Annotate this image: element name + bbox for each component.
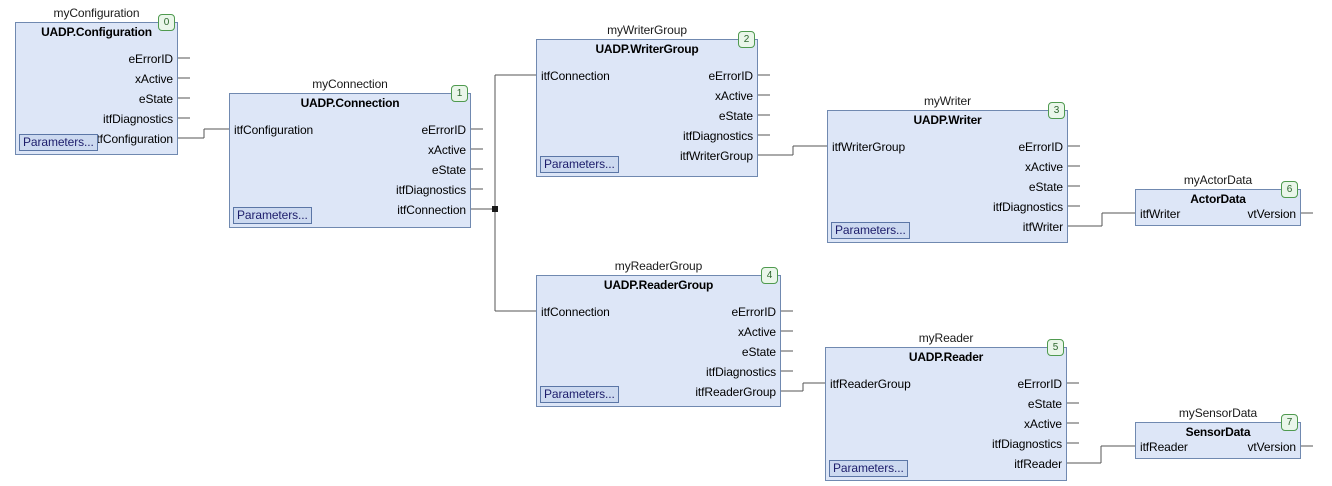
output-pin-itfDiagnostics[interactable]: itfDiagnostics [993, 200, 1063, 214]
output-pin-eState[interactable]: eState [431, 163, 466, 177]
block-type-name: UADP.Configuration [41, 25, 152, 39]
block-type-name: UADP.Reader [908, 350, 984, 364]
output-pin-itfWriter[interactable]: itfWriter [1022, 220, 1063, 234]
block-id-badge: 0 [158, 14, 175, 31]
input-pin-itfReader[interactable]: itfReader [1140, 440, 1188, 454]
output-pin-eState[interactable]: eState [718, 109, 753, 123]
input-pin-itfConfiguration[interactable]: itfConfiguration [234, 123, 314, 137]
block-instance-name: mySensorData [1178, 406, 1258, 420]
block-instance-name: myWriter [924, 94, 971, 108]
input-pin-itfReaderGroup[interactable]: itfReaderGroup [830, 377, 911, 391]
function-block-uadp-connection[interactable]: UADP.Connection itfConfiguration eErrorID x… [229, 93, 471, 228]
block-instance-name: myConnection [312, 77, 388, 91]
output-pin-xActive[interactable]: xActive [1024, 417, 1062, 431]
block-type-name: UADP.Writer [913, 113, 982, 127]
block-instance-name: myWriterGroup [607, 23, 687, 37]
block-id-badge: 5 [1047, 339, 1064, 356]
function-block-actordata[interactable]: ActorData itfWriter vtVersion [1135, 189, 1301, 226]
block-type-name: UADP.Connection [300, 96, 400, 110]
output-pin-itfDiagnostics[interactable]: itfDiagnostics [103, 112, 173, 126]
parameters-button[interactable]: Parameters... [831, 222, 910, 239]
input-pin-itfWriter[interactable]: itfWriter [1140, 207, 1181, 221]
block-id-badge: 1 [451, 85, 468, 102]
block-instance-name: myReader [918, 331, 974, 345]
output-pin-eErrorID[interactable]: eErrorID [1017, 377, 1062, 391]
output-pin-eErrorID[interactable]: eErrorID [1018, 140, 1063, 154]
output-pin-xActive[interactable]: xActive [738, 325, 776, 339]
output-pin-vtVersion[interactable]: vtVersion [1247, 440, 1297, 454]
parameters-button[interactable]: Parameters... [540, 386, 619, 403]
output-pin-eState[interactable]: eState [138, 92, 173, 106]
output-pin-eErrorID[interactable]: eErrorID [421, 123, 466, 137]
function-block-uadp-readergroup[interactable]: UADP.ReaderGroup itfConnection eErrorID xAc… [536, 275, 781, 407]
output-pin-eErrorID[interactable]: eErrorID [128, 52, 173, 66]
block-type-name: UADP.WriterGroup [595, 42, 699, 56]
block-type-name: ActorData [1190, 192, 1246, 206]
parameters-button[interactable]: Parameters... [233, 207, 312, 224]
output-pin-xActive[interactable]: xActive [135, 72, 173, 86]
block-instance-name: myConfiguration [53, 6, 140, 20]
output-pin-itfDiagnostics[interactable]: itfDiagnostics [992, 437, 1062, 451]
input-pin-itfWriterGroup[interactable]: itfWriterGroup [832, 140, 906, 154]
block-id-badge: 2 [738, 31, 755, 48]
output-pin-itfDiagnostics[interactable]: itfDiagnostics [706, 365, 776, 379]
block-instance-name: myActorData [1183, 173, 1253, 187]
input-pin-itfConnection[interactable]: itfConnection [541, 305, 610, 319]
parameters-button[interactable]: Parameters... [829, 460, 908, 477]
input-pin-itfConnection[interactable]: itfConnection [541, 69, 610, 83]
output-pin-itfConnection[interactable]: itfConnection [397, 203, 466, 217]
output-pin-eState[interactable]: eState [1028, 180, 1063, 194]
block-instance-name: myReaderGroup [614, 259, 703, 273]
output-pin-xActive[interactable]: xActive [1025, 160, 1063, 174]
output-pin-xActive[interactable]: xActive [428, 143, 466, 157]
output-pin-eState[interactable]: eState [1027, 397, 1062, 411]
output-pin-vtVersion[interactable]: vtVersion [1247, 207, 1297, 221]
block-id-badge: 6 [1281, 181, 1298, 198]
output-pin-eErrorID[interactable]: eErrorID [708, 69, 753, 83]
output-pin-xActive[interactable]: xActive [715, 89, 753, 103]
block-type-name: SensorData [1185, 425, 1251, 439]
output-pin-itfDiagnostics[interactable]: itfDiagnostics [683, 129, 753, 143]
output-pin-eState[interactable]: eState [741, 345, 776, 359]
parameters-button[interactable]: Parameters... [540, 156, 619, 173]
block-id-badge: 3 [1048, 102, 1065, 119]
output-pin-eErrorID[interactable]: eErrorID [731, 305, 776, 319]
output-pin-itfConfiguration[interactable]: itfConfiguration [93, 132, 173, 146]
function-block-uadp-configuration[interactable]: UADP.Configuration eErrorID xActive eState i… [15, 22, 178, 155]
function-block-uadp-writergroup[interactable]: UADP.WriterGroup itfConnection eErrorID xAc… [536, 39, 758, 177]
block-id-badge: 4 [761, 267, 778, 284]
wire-junction-dot [492, 206, 498, 212]
output-pin-itfWriterGroup[interactable]: itfWriterGroup [679, 149, 753, 163]
function-block-uadp-writer[interactable]: UADP.Writer itfWriterGroup eErrorID xActive… [827, 110, 1068, 243]
output-pin-itfReaderGroup[interactable]: itfReaderGroup [695, 385, 776, 399]
output-pin-itfDiagnostics[interactable]: itfDiagnostics [396, 183, 466, 197]
output-pin-itfReader[interactable]: itfReader [1014, 457, 1062, 471]
function-block-uadp-reader[interactable]: UADP.Reader itfReaderGroup eErrorID eState x… [825, 347, 1067, 481]
block-type-name: UADP.ReaderGroup [603, 278, 714, 292]
block-id-badge: 7 [1281, 414, 1298, 431]
parameters-button[interactable]: Parameters... [19, 134, 98, 151]
